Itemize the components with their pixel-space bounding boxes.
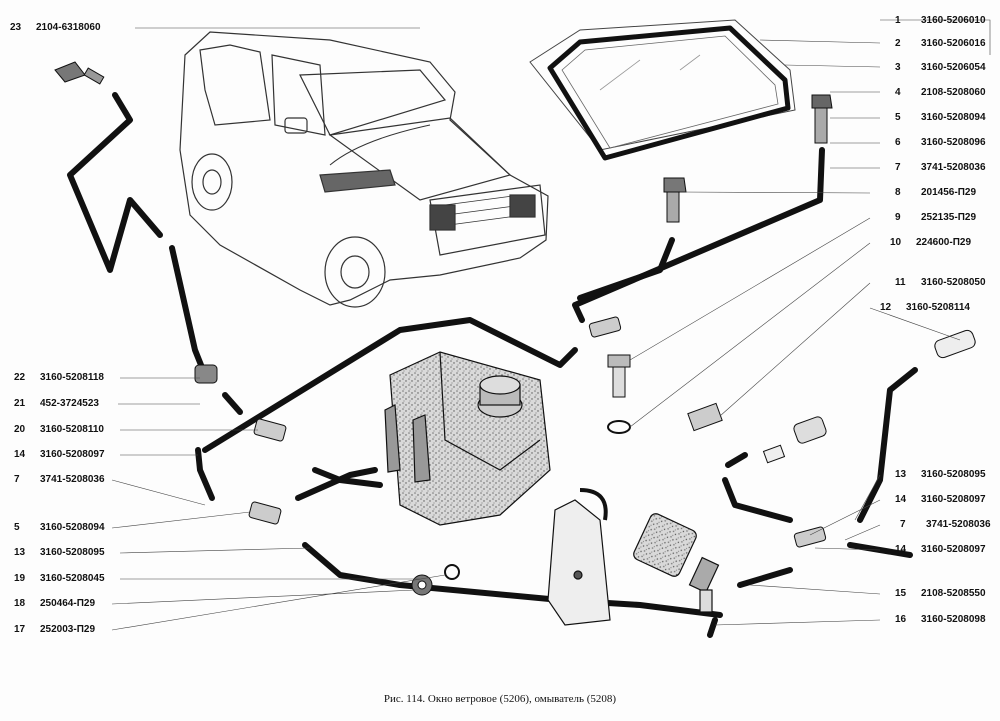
vehicle-outline	[179, 31, 549, 308]
washer-reservoir	[384, 351, 551, 526]
fittings	[54, 61, 976, 596]
figure-caption: Рис. 114. Окно ветровое (5206), омывател…	[383, 693, 617, 705]
washer-hoses	[67, 92, 918, 638]
leader-lines	[111, 19, 991, 631]
washer-pump	[633, 513, 720, 613]
pump-bracket	[547, 488, 611, 626]
windshield	[529, 19, 796, 161]
